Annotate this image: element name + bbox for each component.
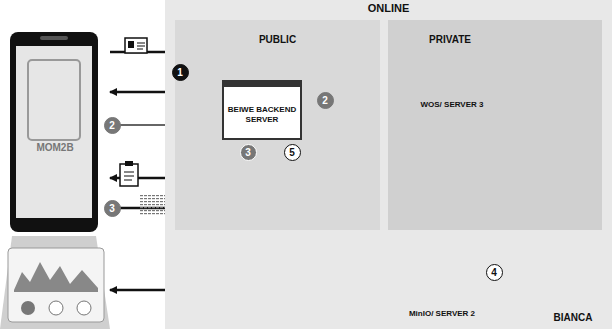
node-text: BEIWE BACKEND SERVER (226, 105, 298, 123)
phone-illustration (10, 32, 98, 232)
node-text: PRIVATE (429, 34, 471, 46)
node-text: BIANCA (554, 312, 593, 324)
callout-number: 5 (284, 144, 301, 161)
server-box: BEIWE BACKEND SERVER (222, 80, 302, 140)
server-node: MinIO/ SERVER 2 (402, 246, 482, 320)
online-region: ONLINE PUBLIC BEIWE BACKEND SERVER PRIVATE W… (165, 0, 612, 329)
node-text: WOS/ SERVER 3 (421, 100, 484, 109)
public-zone: PUBLIC BEIWE BACKEND SERVER (175, 20, 380, 230)
external-server: BIANCA (535, 246, 611, 326)
callout-number: 3 (240, 144, 257, 161)
node-text: PUBLIC (259, 34, 296, 46)
node-text: MOM2B (36, 142, 73, 154)
server-node: WOS/ SERVER 3 (408, 48, 496, 166)
id-card-icon (125, 38, 147, 53)
wearable-illustration (0, 236, 110, 329)
phone-device: MOM2B (0, 30, 110, 329)
callout-number: 2 (317, 92, 334, 109)
private-zone: PRIVATE WOS/ SERVER 3 (388, 20, 602, 230)
node-text: ONLINE (368, 2, 410, 15)
node-text: MinIO/ SERVER 2 (409, 309, 475, 318)
clipboard-icon (120, 161, 138, 186)
callout-number: 3 (104, 200, 121, 217)
callout-number: 4 (486, 264, 503, 281)
callout-number: 1 (172, 64, 189, 81)
callout-number: 2 (104, 117, 121, 134)
